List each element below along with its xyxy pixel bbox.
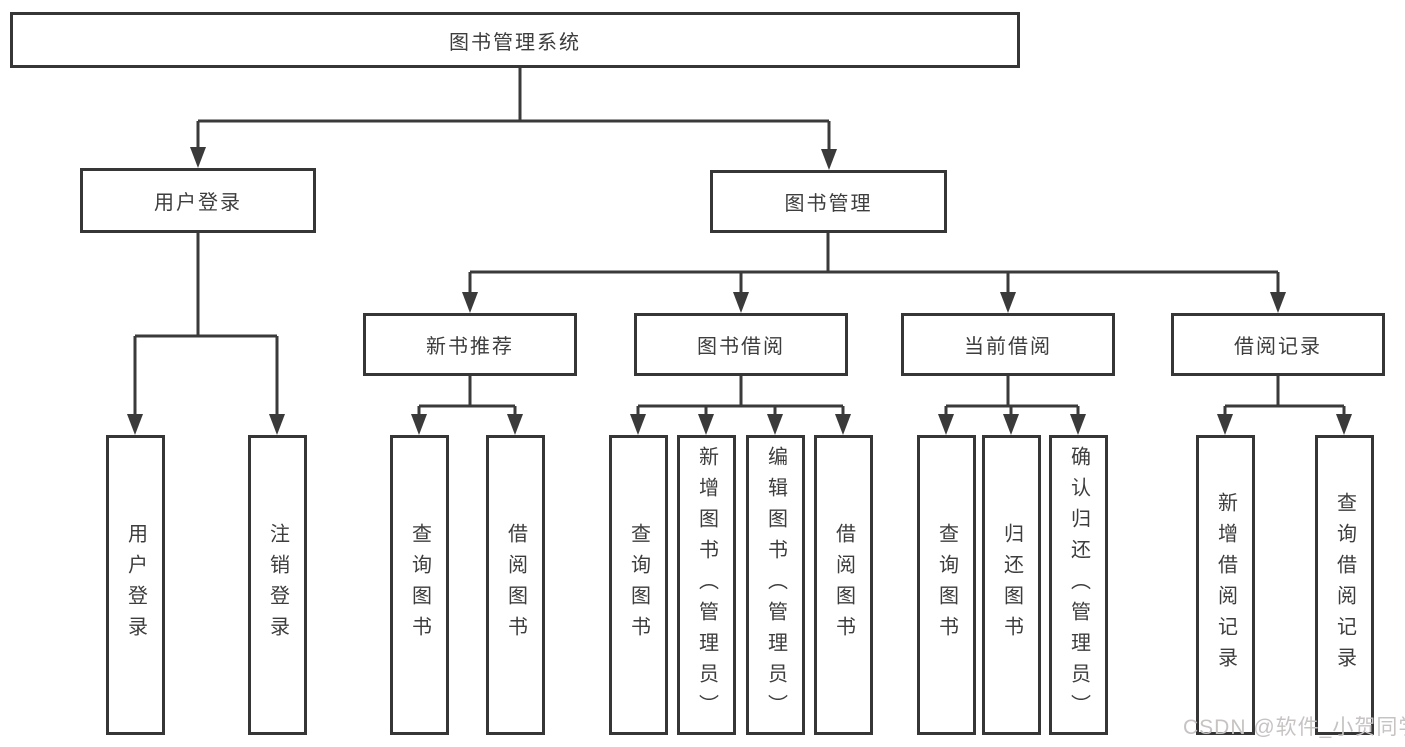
leaf-edit-book-admin: 编辑图书（管理员） xyxy=(746,435,805,735)
leaf-label: 归还图书 xyxy=(1000,523,1023,647)
arrowhead xyxy=(507,414,523,435)
arrowhead xyxy=(821,149,837,170)
arrowhead xyxy=(1000,292,1016,313)
leaf-query-book-borrow: 查询图书 xyxy=(609,435,668,735)
arrowhead xyxy=(733,292,749,313)
arrowhead xyxy=(462,292,478,313)
leaf-label: 编辑图书（管理员） xyxy=(764,445,787,725)
arrowhead xyxy=(127,414,143,435)
arrowhead xyxy=(698,414,714,435)
leaf-label: 查询借阅记录 xyxy=(1333,492,1356,678)
leaf-borrow-book-recommend: 借阅图书 xyxy=(486,435,545,735)
arrowhead xyxy=(938,414,954,435)
node-borrow-records: 借阅记录 xyxy=(1171,313,1385,376)
leaf-query-borrow-record: 查询借阅记录 xyxy=(1315,435,1374,735)
leaf-label: 新增图书（管理员） xyxy=(695,445,718,725)
arrowhead xyxy=(1003,414,1019,435)
leaf-confirm-return-admin: 确认归还（管理员） xyxy=(1049,435,1108,735)
leaf-label: 新增借阅记录 xyxy=(1214,492,1237,678)
arrowhead xyxy=(411,414,427,435)
node-book-management: 图书管理 xyxy=(710,170,947,233)
leaf-query-book-current: 查询图书 xyxy=(917,435,976,735)
arrowhead xyxy=(835,414,851,435)
leaf-label: 注销登录 xyxy=(266,523,289,647)
leaf-return-book: 归还图书 xyxy=(982,435,1041,735)
arrowhead xyxy=(630,414,646,435)
leaf-add-borrow-record: 新增借阅记录 xyxy=(1196,435,1255,735)
node-current-borrow: 当前借阅 xyxy=(901,313,1115,376)
leaf-label: 用户登录 xyxy=(124,523,147,647)
leaf-user-login: 用户登录 xyxy=(106,435,165,735)
leaf-logout: 注销登录 xyxy=(248,435,307,735)
node-user-login: 用户登录 xyxy=(80,168,316,233)
connector-user-login-to-leaves xyxy=(127,233,285,435)
arrowhead xyxy=(767,414,783,435)
connector-book-borrow-to-leaves xyxy=(630,376,851,435)
connector-current-borrow-to-leaves xyxy=(938,376,1086,435)
watermark: CSDN @软件_小贺同学 xyxy=(1183,716,1405,739)
leaf-borrow-book: 借阅图书 xyxy=(814,435,873,735)
leaf-label: 查询图书 xyxy=(408,523,431,647)
connector-root-to-level2 xyxy=(190,68,837,170)
arrowhead xyxy=(269,414,285,435)
node-root: 图书管理系统 xyxy=(10,12,1020,68)
arrowhead xyxy=(190,147,206,168)
leaf-label: 借阅图书 xyxy=(832,523,855,647)
connector-borrow-records-to-leaves xyxy=(1217,376,1352,435)
leaf-label: 确认归还（管理员） xyxy=(1067,445,1090,725)
leaf-label: 查询图书 xyxy=(935,523,958,647)
node-new-book-recommend: 新书推荐 xyxy=(363,313,577,376)
connector-new-book-recommend-to-leaves xyxy=(411,376,523,435)
leaf-query-book-recommend: 查询图书 xyxy=(390,435,449,735)
leaf-label: 借阅图书 xyxy=(504,523,527,647)
arrowhead xyxy=(1336,414,1352,435)
connector-book-management-to-level3 xyxy=(462,233,1286,313)
arrowhead xyxy=(1217,414,1233,435)
node-book-borrow: 图书借阅 xyxy=(634,313,848,376)
arrowhead xyxy=(1070,414,1086,435)
arrowhead xyxy=(1270,292,1286,313)
leaf-add-book-admin: 新增图书（管理员） xyxy=(677,435,736,735)
leaf-label: 查询图书 xyxy=(627,523,650,647)
